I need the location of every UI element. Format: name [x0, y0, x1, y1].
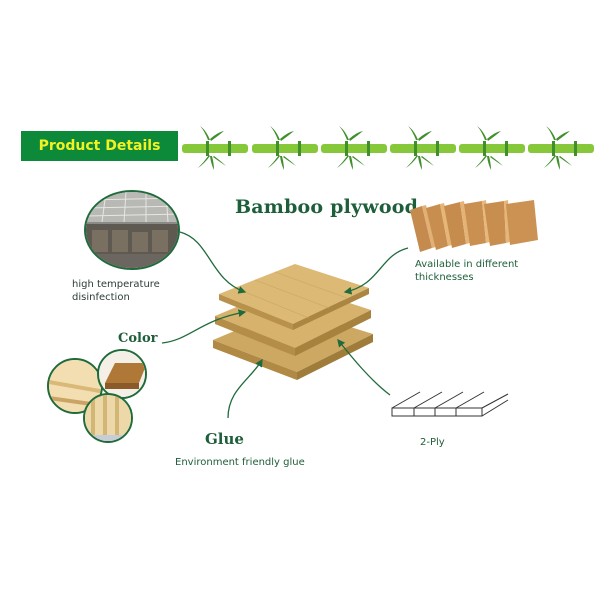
bamboo-decoration-strip	[182, 126, 594, 170]
product-details-banner: Product Details	[21, 131, 178, 161]
bamboo-icon	[182, 126, 248, 170]
color-heading: Color	[118, 331, 158, 346]
bamboo-icon	[321, 126, 387, 170]
banner-label: Product Details	[38, 138, 161, 154]
thickness-note: Available in different thicknesses	[415, 258, 518, 284]
disinfection-note: high temperature disinfection	[72, 278, 160, 304]
page-title: Bamboo plywood	[235, 196, 419, 218]
disinfection-line1: high temperature	[72, 279, 160, 290]
bamboo-icon	[528, 126, 594, 170]
bamboo-icon	[252, 126, 318, 170]
glue-heading: Glue	[205, 430, 244, 448]
factory-image	[86, 192, 178, 268]
disinfection-line2: disinfection	[72, 292, 130, 303]
thickness-line1: Available in different	[415, 259, 519, 270]
factory-photo	[84, 190, 180, 270]
two-ply-diagram	[391, 391, 509, 417]
arrow-disinfection	[179, 231, 247, 294]
arrow-glue	[227, 358, 263, 419]
thickness-line2: thicknesses	[415, 272, 474, 283]
color-swatch-carbonized	[97, 349, 147, 399]
bamboo-icon	[459, 126, 525, 170]
arrow-ply	[337, 338, 391, 396]
ply-label: 2-Ply	[420, 437, 445, 448]
color-swatch-vertical	[83, 393, 133, 443]
arrow-color	[161, 309, 247, 344]
glue-description: Environment friendly glue	[175, 457, 305, 468]
arrow-thickness	[343, 247, 409, 295]
bamboo-plywood-stack	[213, 264, 373, 380]
thickness-boards-image	[410, 200, 538, 252]
bamboo-icon	[390, 126, 456, 170]
